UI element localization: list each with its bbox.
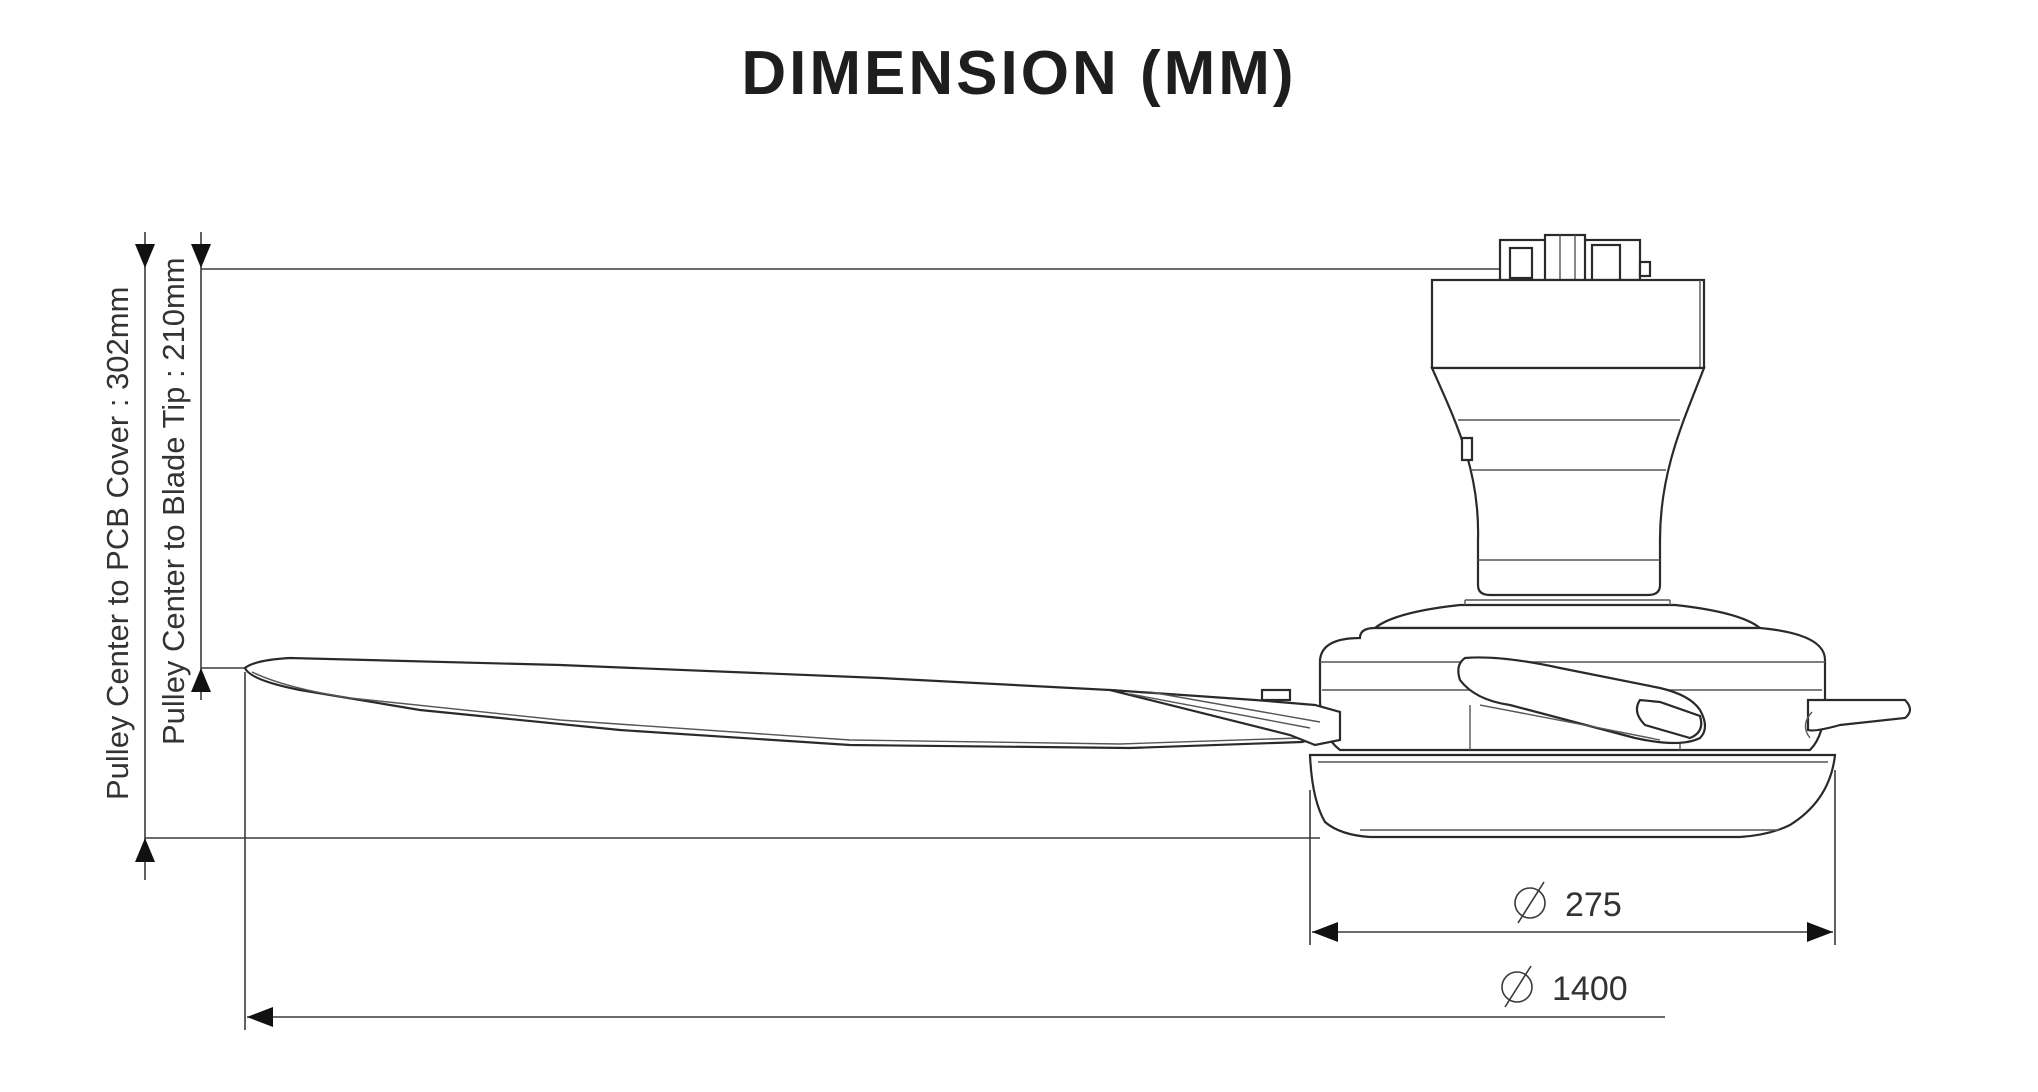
sweep-diameter-value: 1400: [1552, 970, 1628, 1008]
pcb-cover-label: Pulley Center to PCB Cover : 302mm: [100, 287, 135, 800]
fan-outline: [243, 233, 1912, 839]
vertical-dimension-pcb-cover: [135, 232, 1320, 880]
pulley-mount: [1498, 233, 1652, 282]
canopy-diameter-value: 275: [1565, 886, 1622, 924]
diagram-title: DIMENSION (MM): [741, 39, 1297, 108]
diameter-symbol-icon: [1514, 881, 1546, 924]
horizontal-dimension-275: 275: [1309, 770, 1836, 945]
diameter-symbol-icon: [1501, 965, 1533, 1008]
vertical-dimension-blade-tip: [191, 232, 1500, 700]
horizontal-dimension-1400: 1400: [244, 672, 1665, 1030]
blade-tip-label: Pulley Center to Blade Tip : 210mm: [156, 257, 191, 745]
